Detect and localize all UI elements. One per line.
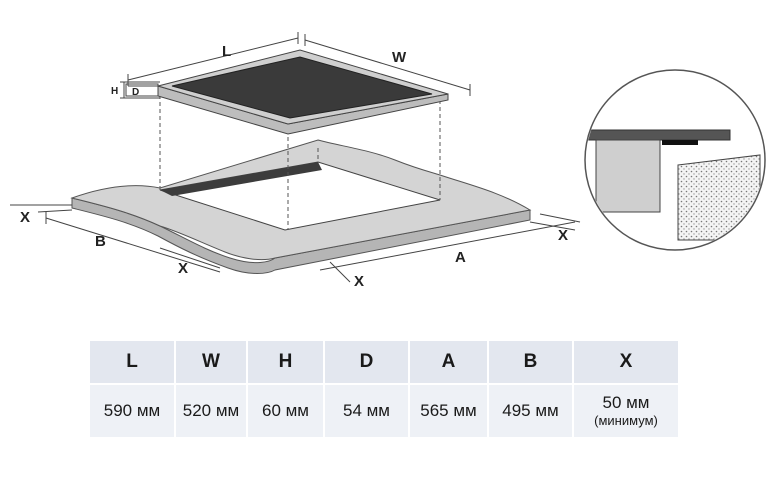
detail-glass (586, 129, 731, 141)
label-H: H (111, 86, 118, 97)
detail-circle (584, 69, 766, 251)
spec-table: L W H D A B X 590 мм 520 мм 60 мм 54 мм … (88, 341, 680, 437)
header-X: X (574, 341, 678, 383)
label-X-bottom-left: X (178, 260, 188, 277)
spec-header-row: L W H D A B X (90, 341, 678, 383)
spec-value-row: 590 мм 520 мм 60 мм 54 мм 565 мм 495 мм … (90, 385, 678, 437)
cutout-shadow (160, 162, 322, 196)
header-A: A (410, 341, 487, 383)
dim-right (319, 213, 581, 283)
value-L: 590 мм (90, 385, 174, 437)
value-X: 50 мм (минимум) (574, 385, 678, 437)
value-H: 60 мм (248, 385, 323, 437)
header-B: B (489, 341, 572, 383)
header-D: D (325, 341, 408, 383)
label-X-left: X (20, 209, 30, 226)
value-A: 565 мм (410, 385, 487, 437)
label-W: W (392, 49, 407, 66)
hob-glass (171, 56, 433, 119)
detail-countertop (595, 139, 661, 213)
value-X-note: (минимум) (594, 413, 658, 428)
dim-HD (120, 81, 160, 99)
detail-cabinet (677, 154, 761, 241)
header-W: W (176, 341, 246, 383)
detail-seal (662, 140, 698, 145)
header-H: H (248, 341, 323, 383)
label-D: D (132, 87, 139, 98)
label-A: A (455, 249, 466, 266)
value-D: 54 мм (325, 385, 408, 437)
label-B: B (95, 233, 106, 250)
header-L: L (90, 341, 174, 383)
installation-diagram: L W H D X B X X A X (10, 32, 766, 290)
dim-W (304, 34, 471, 96)
value-W: 520 мм (176, 385, 246, 437)
label-X-bottom-right: X (354, 273, 364, 290)
value-X-main: 50 мм (602, 393, 650, 412)
label-X-right: X (558, 227, 568, 244)
label-L: L (222, 43, 231, 60)
dim-left (10, 204, 221, 273)
value-B: 495 мм (489, 385, 572, 437)
projection-lines (159, 95, 441, 230)
